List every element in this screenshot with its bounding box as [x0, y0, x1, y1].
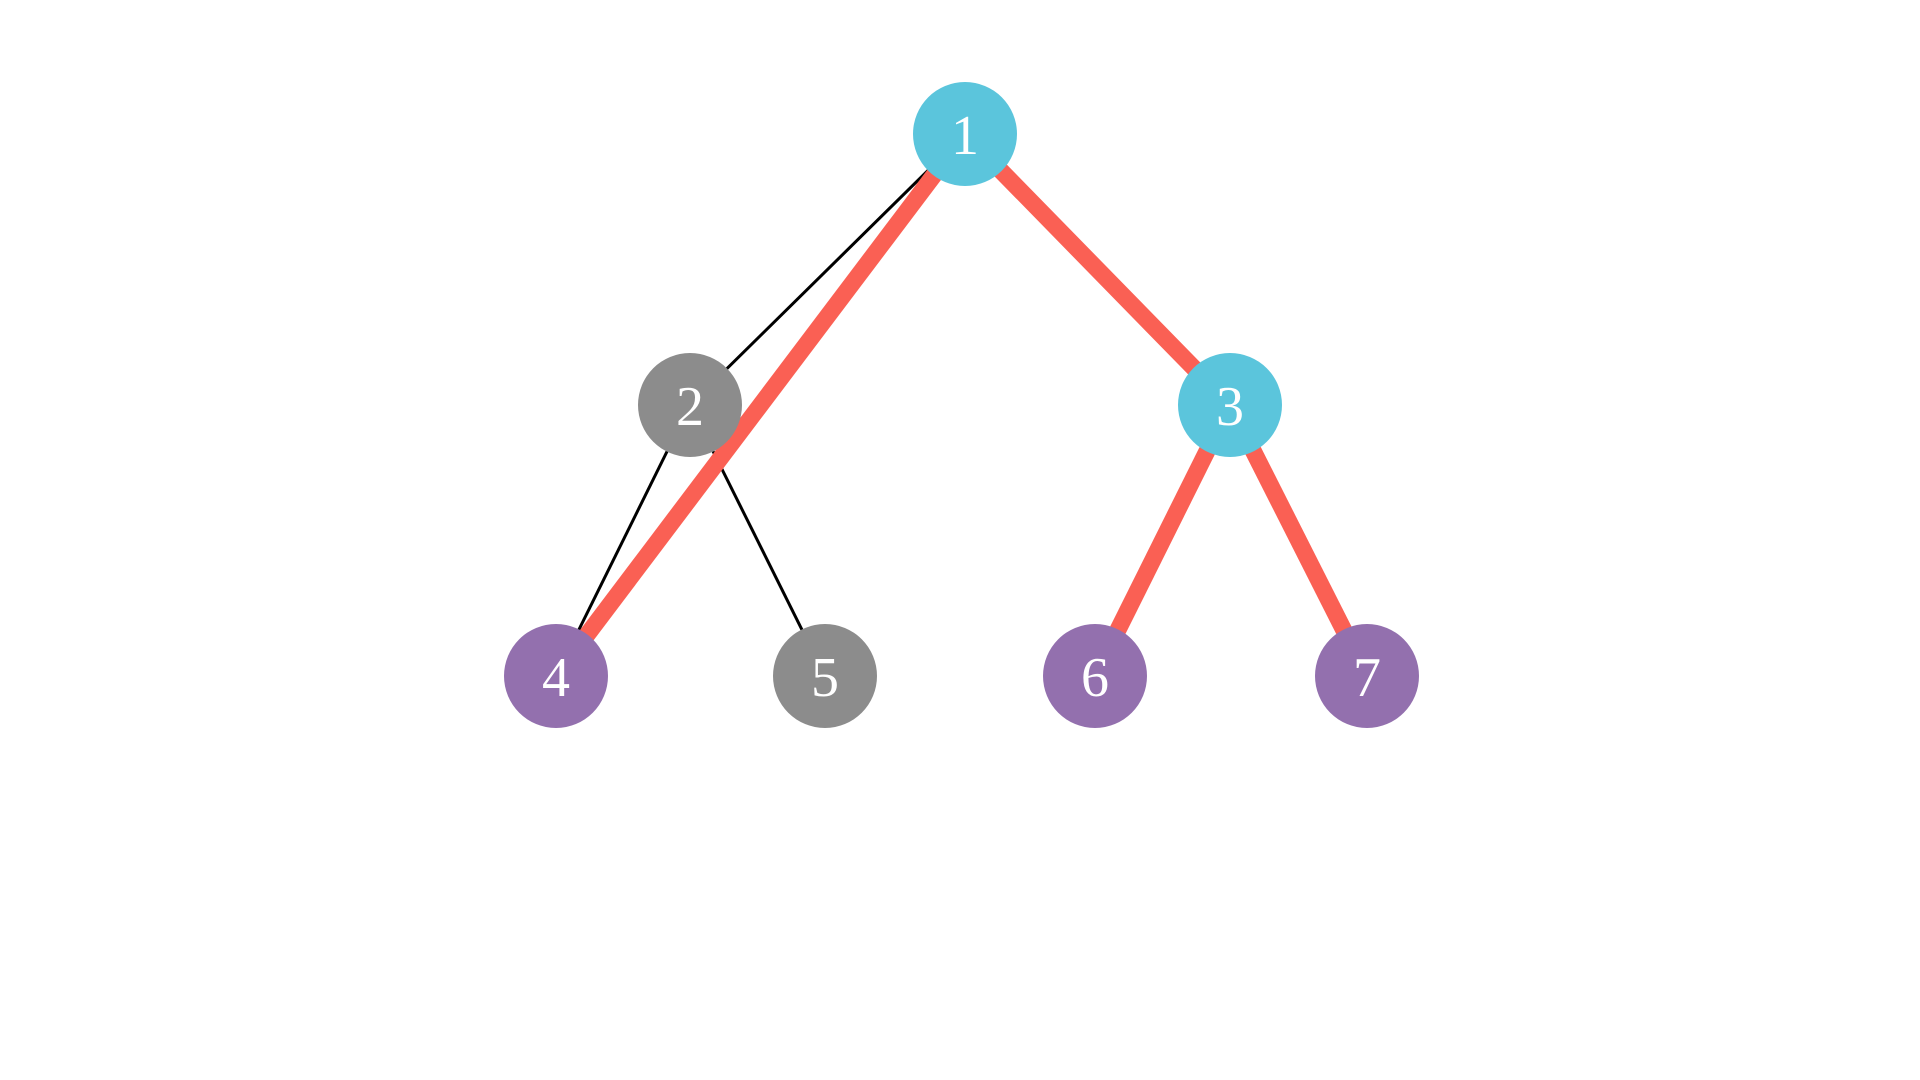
node-layer: 1 2 3 4 5 6 7 [504, 82, 1419, 728]
node-circle-6[interactable] [1043, 624, 1147, 728]
node-6[interactable]: 6 [1043, 624, 1147, 728]
node-circle-3[interactable] [1178, 353, 1282, 457]
node-circle-5[interactable] [773, 624, 877, 728]
node-5[interactable]: 5 [773, 624, 877, 728]
node-2[interactable]: 2 [638, 353, 742, 457]
node-label-5: 5 [811, 647, 839, 709]
node-circle-2[interactable] [638, 353, 742, 457]
edge-1-2 [688, 132, 967, 407]
node-label-1: 1 [951, 105, 979, 167]
node-circle-7[interactable] [1315, 624, 1419, 728]
node-3[interactable]: 3 [1178, 353, 1282, 457]
node-label-4: 4 [542, 647, 570, 709]
node-circle-1[interactable] [913, 82, 1017, 186]
edge-1-3 [958, 128, 1237, 411]
node-4[interactable]: 4 [504, 624, 608, 728]
node-label-6: 6 [1081, 647, 1109, 709]
node-label-2: 2 [676, 376, 704, 438]
edge-1-4 [549, 128, 972, 682]
node-label-3: 3 [1216, 376, 1244, 438]
node-1[interactable]: 1 [913, 82, 1017, 186]
node-label-7: 7 [1353, 647, 1381, 709]
node-circle-4[interactable] [504, 624, 608, 728]
node-7[interactable]: 7 [1315, 624, 1419, 728]
